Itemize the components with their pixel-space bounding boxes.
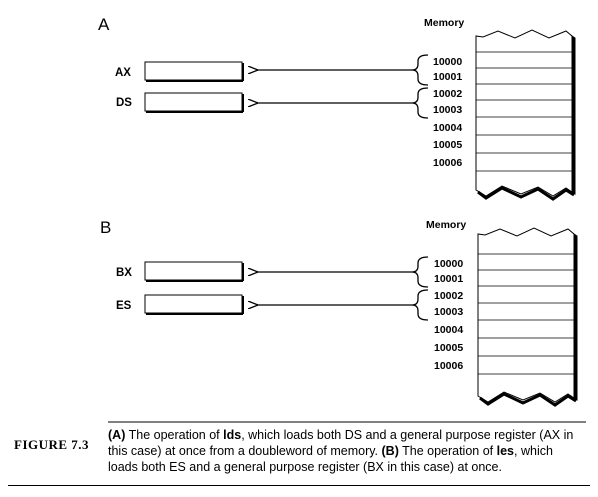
brace-ax-bytes [411,54,429,86]
caption-part-b-text2: , which loads both ES and a general purp… [108,444,553,474]
caption-bottom-rule [8,485,590,486]
memory-column-a [475,29,576,201]
panel-a: A Memory AX DS [98,15,576,201]
register-bx [144,261,244,282]
caption-part-a-text2: , which loads both DS and a general purp… [108,428,574,458]
address-label: 10002 [434,290,463,302]
address-label: 10006 [433,157,462,169]
figure-caption: FIGURE 7.3 (A) The operation of lds, whi… [0,424,598,486]
caption-part-a-text1: The operation of [125,428,224,442]
register-bx-label: BX [116,267,132,279]
diagram: A Memory AX DS [98,15,586,423]
panel-a-label: A [98,15,110,34]
register-es [144,294,244,315]
register-ax-label: AX [115,67,131,79]
address-label: 10001 [433,71,462,83]
caption-part-a-marker: (A) [108,428,126,442]
brace-es-bytes [411,289,429,321]
address-label: 10003 [434,306,463,318]
address-label: 10005 [434,342,463,354]
panel-b-label: B [100,218,111,237]
memory-column-b [477,227,578,407]
address-label: 10000 [434,258,463,270]
figure-label: FIGURE 7.3 [14,437,90,452]
panel-b: B Memory BX ES [100,218,578,407]
address-label: 10004 [434,324,463,336]
panel-a-memory-title: Memory [424,17,464,29]
caption-part-b-marker: (B) [381,444,399,458]
register-ax [144,61,244,82]
address-label: 10002 [433,88,462,100]
caption-text: (A) The operation of lds, which loads bo… [108,427,586,475]
address-label: 10004 [433,122,462,134]
register-ds [144,92,244,113]
address-label: 10001 [434,273,463,285]
caption-op-les: les [496,444,515,458]
brace-ds-bytes [411,87,429,119]
panel-b-memory-title: Memory [426,219,466,231]
brace-bx-bytes [411,256,429,288]
register-es-label: ES [116,300,132,312]
register-ds-label: DS [116,97,132,109]
address-label: 10003 [433,104,462,116]
address-label: 10006 [434,360,463,372]
address-label: 10000 [433,56,462,68]
caption-op-lds: lds [223,428,242,442]
caption-part-b-text1: The operation of [398,444,497,458]
address-label: 10005 [433,139,462,151]
